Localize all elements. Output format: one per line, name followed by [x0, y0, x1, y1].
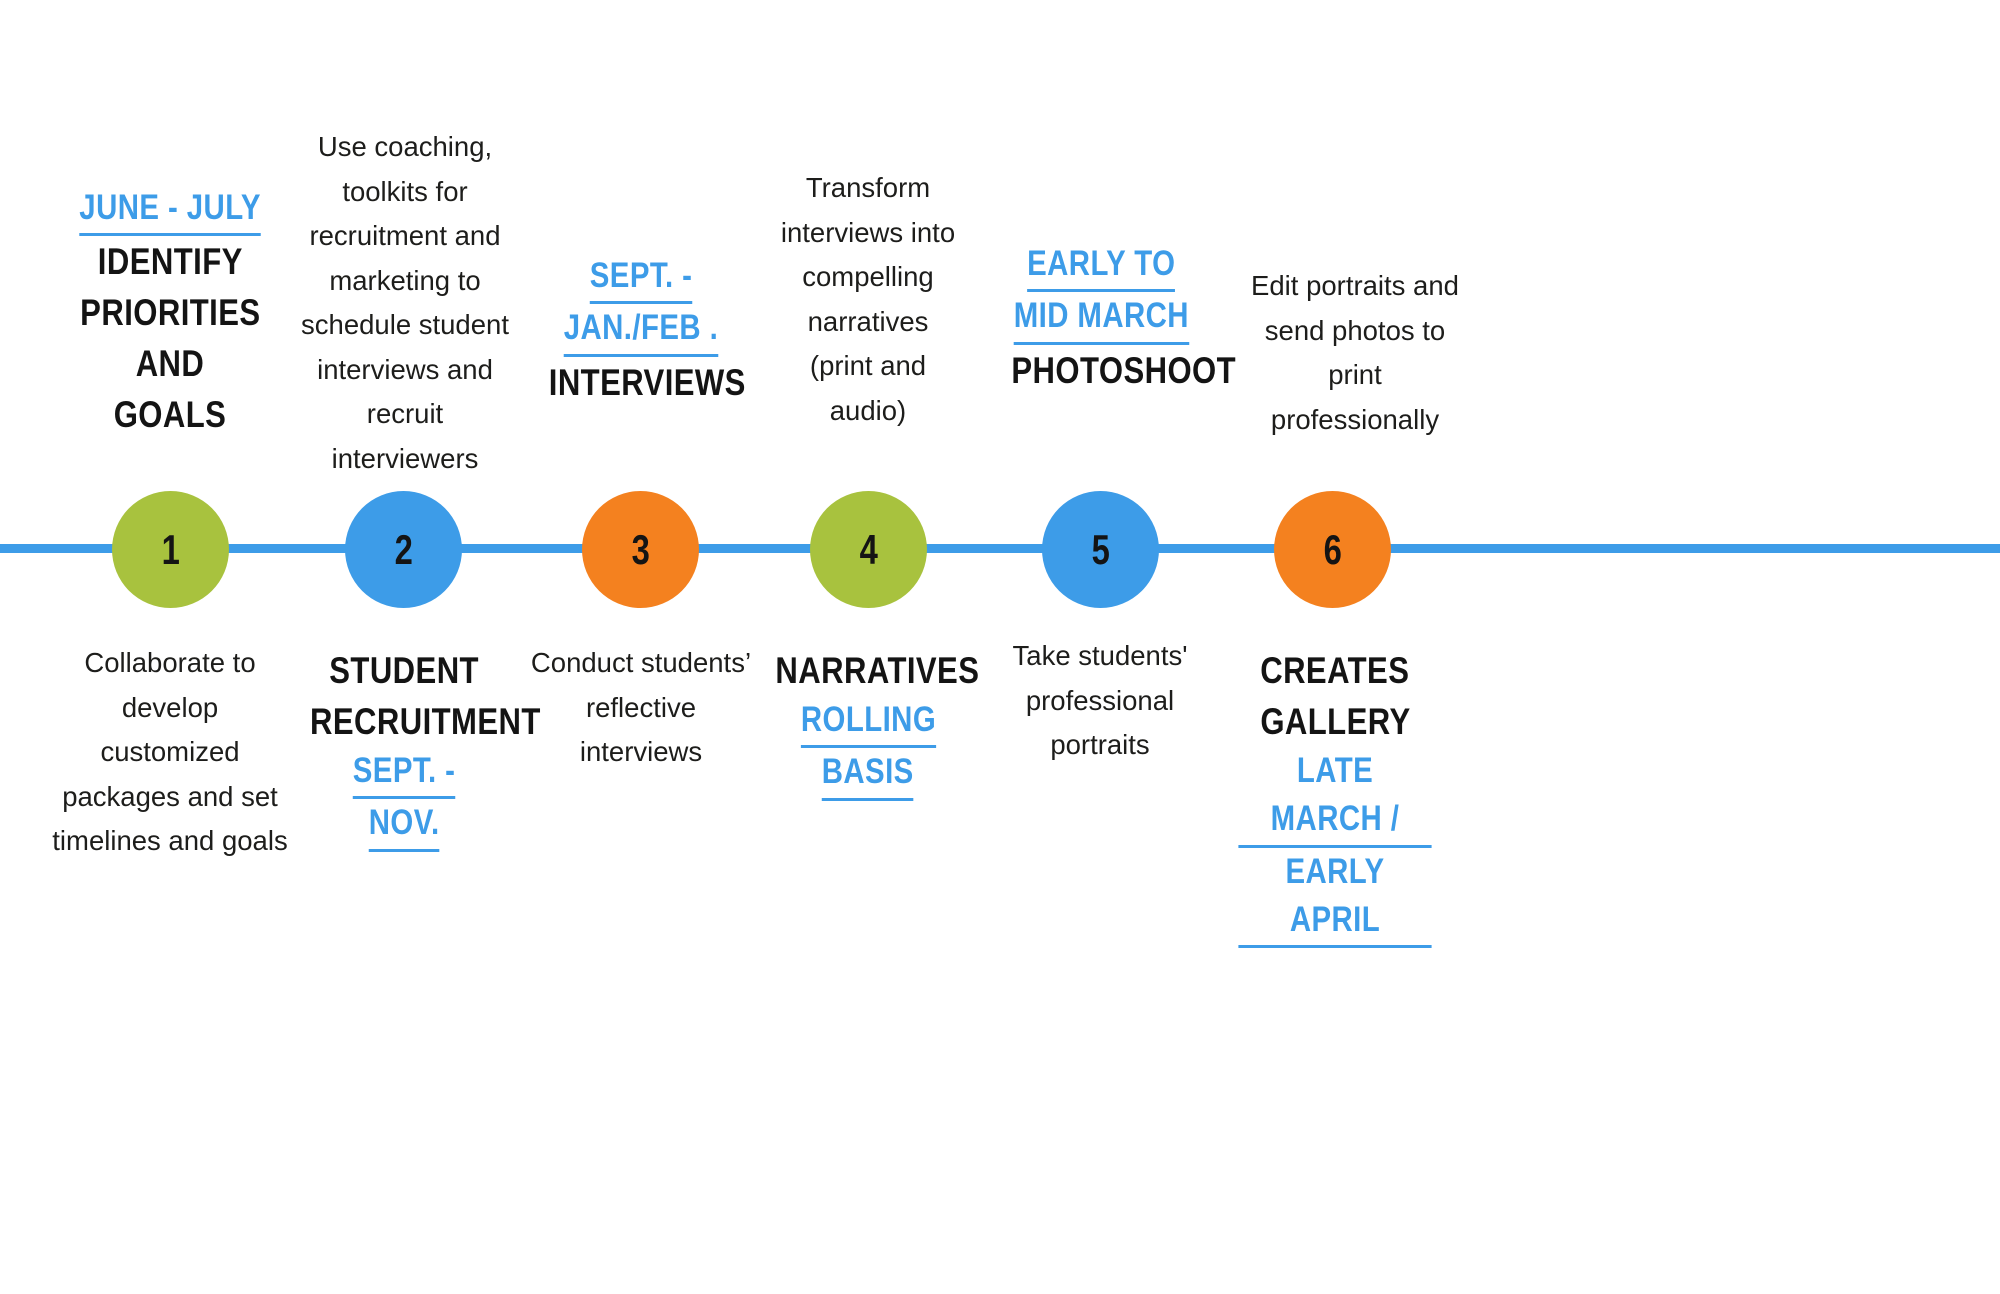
step-1-description: Collaborate to develop customized packag… — [52, 647, 288, 857]
step-6-above-text: Edit portraits and send photos to print … — [1248, 264, 1462, 442]
timeline-node-5-number: 5 — [1091, 525, 1110, 573]
timeline-node-4-number: 4 — [859, 525, 878, 573]
timeline-node-6-number: 6 — [1323, 525, 1342, 573]
step-6-date-label-line-1: LATE MARCH / — [1220, 747, 1450, 848]
timeline-connector-line — [0, 544, 2000, 553]
step-1-date-label: JUNE - JULY — [58, 184, 282, 237]
step-3-below-text: Conduct students’ reflective interviews — [524, 641, 758, 775]
step-4-above-text: Transform interviews into compelling nar… — [775, 166, 961, 433]
step-3-date-label-line-1: SEPT. - — [530, 252, 752, 305]
step-3-description: Conduct students’ reflective interviews — [530, 647, 752, 768]
step-1-title-line-2: PRIORITIES — [79, 292, 261, 334]
step-2-above-text: Use coaching, toolkits for recruitment a… — [290, 125, 520, 481]
step-5-below-text: Take students' professional portraits — [994, 634, 1206, 768]
timeline-node-5[interactable]: 5 — [1042, 491, 1159, 608]
step-5-description: Take students' professional portraits — [1012, 640, 1188, 761]
step-3-date-label-line-2: JAN./FEB . — [530, 304, 752, 357]
timeline-node-2-number: 2 — [394, 525, 413, 573]
step-2-description: Use coaching, toolkits for recruitment a… — [301, 131, 509, 474]
step-6-below-text: CREATES GALLERY LATE MARCH / EARLY APRIL — [1220, 645, 1450, 949]
step-2-title-line-2: RECRUITMENT — [309, 701, 541, 743]
step-6-title-line-2: GALLERY — [1259, 701, 1411, 743]
timeline-node-2[interactable]: 2 — [345, 491, 462, 608]
step-4-title-line-1: NARRATIVES — [775, 650, 980, 691]
step-2-date-label-line-1: SEPT. - — [288, 747, 520, 800]
timeline-node-6[interactable]: 6 — [1274, 491, 1391, 608]
step-5-above-text: EARLY TO MID MARCH PHOTOSHOOT — [990, 240, 1237, 396]
step-1-title-line-1: IDENTIFY — [97, 241, 243, 283]
step-2-below-text: STUDENT RECRUITMENT SEPT. - NOV. — [288, 645, 541, 852]
step-5-date-label-line-1: EARLY TO — [990, 240, 1212, 293]
timeline-node-1-number: 1 — [161, 525, 180, 573]
step-6-date-label-line-2: EARLY APRIL — [1220, 848, 1450, 949]
step-6-title-line-1: CREATES — [1260, 650, 1410, 691]
timeline-node-3-number: 3 — [631, 525, 650, 573]
step-1-title-line-3: AND GOALS — [113, 343, 227, 436]
step-2-date-label-line-2: NOV. — [288, 799, 520, 852]
step-4-below-text: NARRATIVES ROLLING BASIS — [756, 645, 980, 801]
step-1-above-text: JUNE - JULY IDENTIFY PRIORITIES AND GOAL… — [58, 184, 282, 440]
step-5-title-line-1: PHOTOSHOOT — [1011, 349, 1237, 391]
step-4-description: Transform interviews into compelling nar… — [780, 172, 956, 426]
step-4-date-label-line-2: BASIS — [756, 748, 980, 801]
step-1-below-text: Collaborate to develop customized packag… — [52, 641, 288, 864]
timeline-node-3[interactable]: 3 — [582, 491, 699, 608]
step-5-date-label-line-2: MID MARCH — [990, 292, 1212, 345]
step-6-description: Edit portraits and send photos to print … — [1251, 270, 1459, 435]
timeline-node-4[interactable]: 4 — [810, 491, 927, 608]
timeline-node-1[interactable]: 1 — [112, 491, 229, 608]
step-3-title-line-1: INTERVIEWS — [548, 361, 746, 403]
step-2-title-line-1: STUDENT — [329, 650, 479, 691]
step-3-above-text: SEPT. - JAN./FEB . INTERVIEWS — [530, 252, 752, 408]
step-4-date-label-line-1: ROLLING — [756, 696, 980, 749]
